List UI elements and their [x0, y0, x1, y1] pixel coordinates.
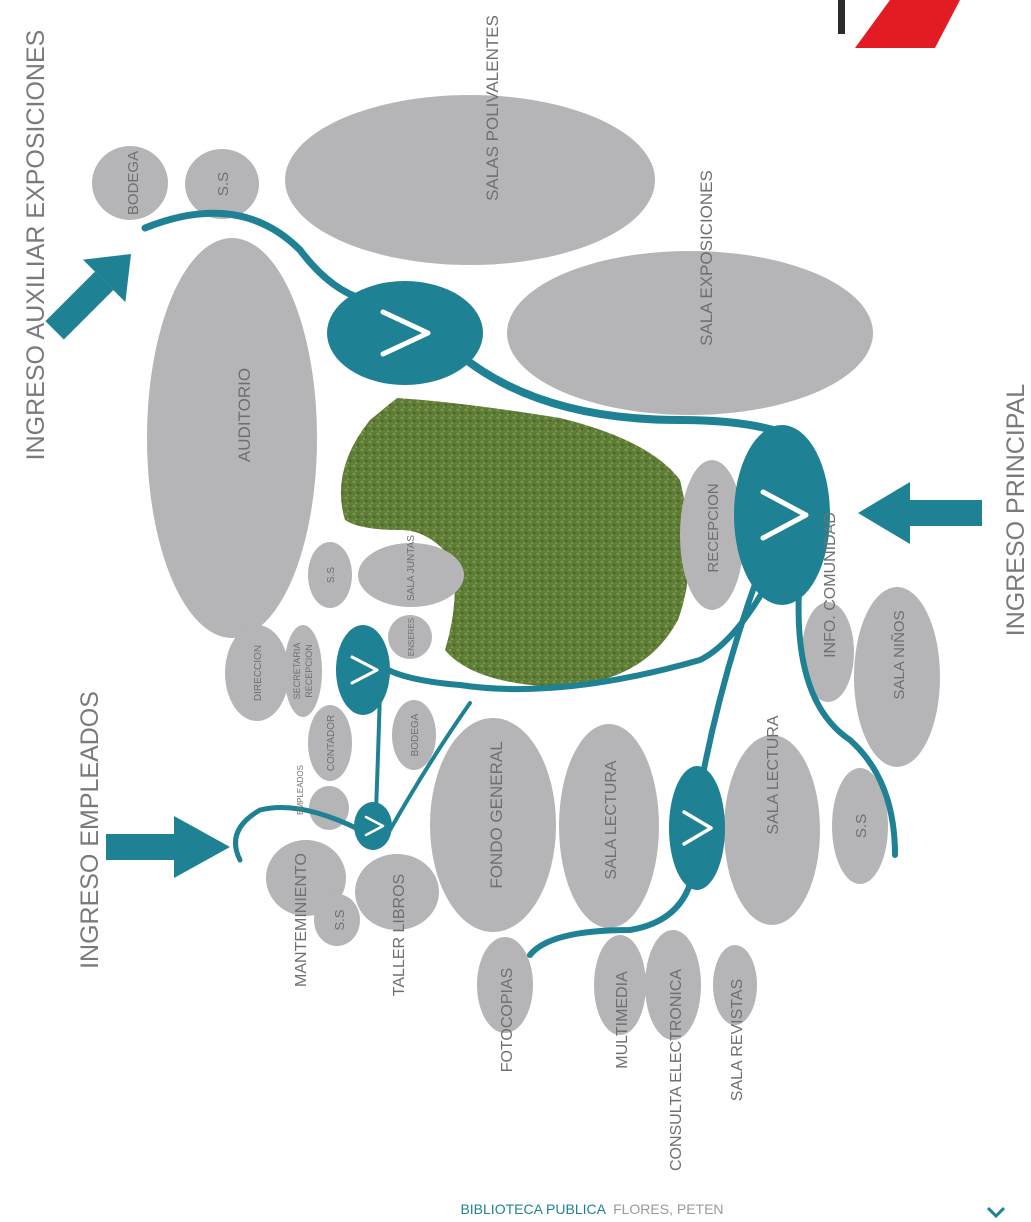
label-ss-top: S.S — [215, 172, 232, 196]
label-multimedia: MULTIMEDIA — [614, 971, 631, 1069]
label-ss-right: S.S — [853, 814, 870, 838]
label-sala-juntas: SALA JUNTAS — [406, 535, 417, 601]
label-sala-lectura-mid: SALA LECTURA — [603, 760, 620, 879]
label-sala-ninos: SALA NIÑOS — [891, 610, 908, 699]
label-sala-lectura-right: SALA LECTURA — [765, 715, 782, 834]
arrow-right-icon — [33, 233, 152, 352]
label-secretaria: SECRETARIA — [292, 643, 302, 700]
room-salas-polivalentes — [285, 95, 655, 265]
label-fotocopias: FOTOCOPIAS — [499, 968, 516, 1073]
page-title: BIBLIOTECA PUBLICA FLORES, PETEN — [460, 1201, 723, 1217]
vestibule-admin — [336, 625, 390, 715]
label-ingreso-principal: INGRESO PRINCIPAL — [1002, 384, 1030, 636]
label-direccion: DIRECCION — [253, 645, 264, 701]
label-fondo-general: FONDO GENERAL — [487, 741, 506, 888]
label-salas-polivalentes: SALAS POLIVALENTES — [483, 15, 502, 201]
label-mantenimiento: MANTEMINIENTO — [293, 853, 310, 987]
room-sala-exposiciones — [507, 251, 873, 415]
vestibule-main — [734, 425, 830, 605]
label-ingreso-auxiliar: INGRESO AUXILIAR EXPOSICIONES — [22, 30, 50, 461]
vestibule-lectura — [669, 766, 725, 890]
label-bodega-mid: BODEGA — [410, 713, 421, 756]
title-main: BIBLIOTECA PUBLICA — [460, 1201, 606, 1217]
label-ss-mid: S.S — [326, 567, 337, 583]
arrow-right-icon — [106, 816, 230, 878]
corner-chevron-icon — [988, 1208, 1004, 1216]
label-consulta-electronica: CONSULTA ELECTRONICA — [668, 969, 685, 1171]
label-auditorio: AUDITORIO — [235, 368, 254, 462]
label-sala-exposiciones: SALA EXPOSICIONES — [697, 170, 716, 346]
label-ingreso-empleados: INGRESO EMPLEADOS — [76, 691, 104, 969]
label-taller-libros: TALLER LIBROS — [391, 874, 408, 996]
label-info-comunidad: INFO. COMUNIDAD — [822, 512, 839, 658]
arrow-left-icon — [858, 482, 982, 544]
label-recepcion: RECEPCION — [705, 483, 722, 572]
label-contador: CONTADOR — [326, 715, 337, 771]
label-bodega-top: BODEGA — [125, 151, 142, 215]
vestibule-upper — [327, 281, 483, 385]
label-enseres: ENSERES — [407, 618, 416, 656]
title-sub: FLORES, PETEN — [613, 1201, 723, 1217]
brand-logo — [838, 0, 960, 48]
room-secretaria — [284, 625, 322, 717]
label-empleados: EMPLEADOS — [296, 765, 305, 815]
label-ss-bottom: S.S — [332, 909, 347, 930]
room-auditorio — [147, 238, 317, 638]
label-sala-revistas: SALA REVISTAS — [729, 979, 746, 1101]
label-recepcion-small: RECEPCION — [304, 644, 314, 698]
vestibule-employees — [354, 802, 392, 850]
